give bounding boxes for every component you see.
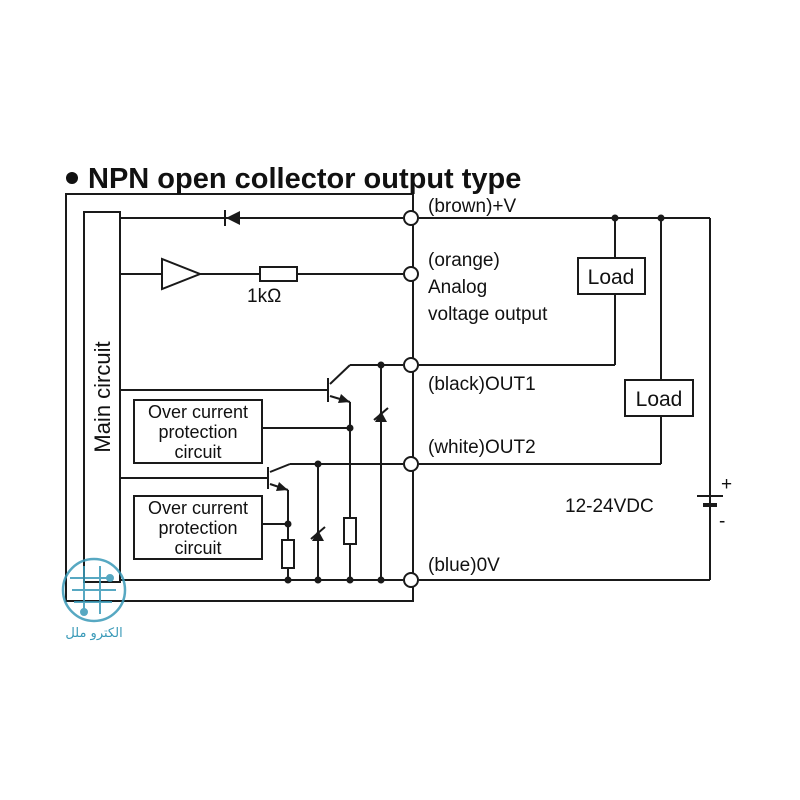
load-label-out1: Load xyxy=(588,266,635,289)
load-label-out2: Load xyxy=(636,388,683,411)
ocp-bottom-line-1: Over current xyxy=(148,498,248,518)
label-orange-line-1: (orange) xyxy=(428,250,500,271)
label-orange-line-2: Analog xyxy=(428,277,487,298)
watermark-logo-icon xyxy=(61,557,127,623)
transistor-arrow-out2 xyxy=(276,482,288,491)
label-blue: (blue)0V xyxy=(428,555,500,576)
diode-icon xyxy=(226,211,240,225)
supply-voltage-label: 12-24VDC xyxy=(565,496,654,517)
label-orange-line-3: voltage output xyxy=(428,304,548,325)
main-circuit-label: Main circuit xyxy=(90,341,115,452)
load-box-out2 xyxy=(624,379,694,417)
ocp-top-line-2: protection xyxy=(158,422,237,442)
supply-plus-label: + xyxy=(721,474,732,495)
title-bullet xyxy=(66,172,78,184)
junction-dots xyxy=(284,214,665,584)
terminal-black xyxy=(403,357,419,373)
ocp-top-line-3: circuit xyxy=(174,442,221,462)
sensor-housing xyxy=(65,193,414,602)
terminal-white xyxy=(403,456,419,472)
load-box-out1 xyxy=(577,257,646,295)
label-brown: (brown)+V xyxy=(428,196,516,217)
zener-icon-out2 xyxy=(312,530,324,541)
terminal-brown xyxy=(403,210,419,226)
supply-minus-label: - xyxy=(719,511,725,532)
ocp-bottom-line-3: circuit xyxy=(174,538,221,558)
terminal-orange xyxy=(403,266,419,282)
ocp-bottom-line-2: protection xyxy=(158,518,237,538)
resistor-out1 xyxy=(343,517,357,545)
ocp-box-top xyxy=(133,399,263,464)
watermark-text: الکترو ملل xyxy=(65,626,122,641)
ocp-box-bottom xyxy=(133,495,263,560)
terminal-blue xyxy=(403,572,419,588)
diagram-title: NPN open collector output type xyxy=(88,163,521,195)
transistor-arrow-out1 xyxy=(338,394,350,403)
main-circuit-block xyxy=(83,211,121,583)
resistor-out2 xyxy=(281,539,295,569)
zener-icon-out1 xyxy=(375,411,387,422)
amplifier-icon xyxy=(161,257,203,291)
label-white: (white)OUT2 xyxy=(428,437,536,458)
label-black: (black)OUT1 xyxy=(428,374,536,395)
resistor-value-label: 1kΩ xyxy=(247,286,281,307)
ocp-top-line-1: Over current xyxy=(148,402,248,422)
resistor-1k xyxy=(259,266,298,282)
